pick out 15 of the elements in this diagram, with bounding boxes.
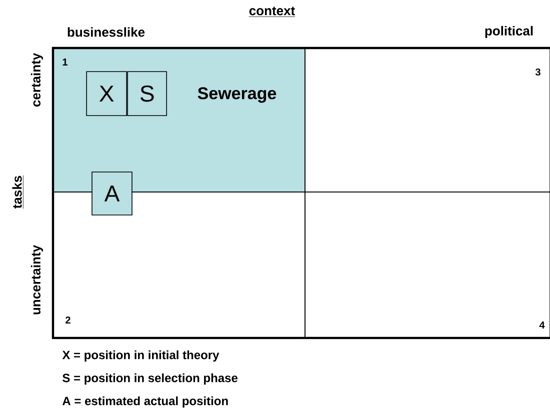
axis-title: tasks xyxy=(12,175,24,209)
axis-label: businesslike xyxy=(68,27,145,37)
legend-line: X = position in initial theory xyxy=(62,350,220,362)
quadrant-number: 2 xyxy=(66,316,70,324)
position-box: A xyxy=(92,172,132,216)
legend-line: A = estimated actual position xyxy=(62,396,228,408)
case-label: Sewerage xyxy=(198,87,276,103)
quadrant-number: 3 xyxy=(535,68,540,76)
legend-line: S = position in selection phase xyxy=(62,373,238,385)
quadrant-number: 1 xyxy=(62,58,68,66)
axis-title: context xyxy=(248,6,296,17)
quadrant-number: 4 xyxy=(539,322,545,328)
axis-label: certainty xyxy=(30,52,44,107)
position-box: S xyxy=(127,71,167,116)
position-box: X xyxy=(86,71,127,116)
